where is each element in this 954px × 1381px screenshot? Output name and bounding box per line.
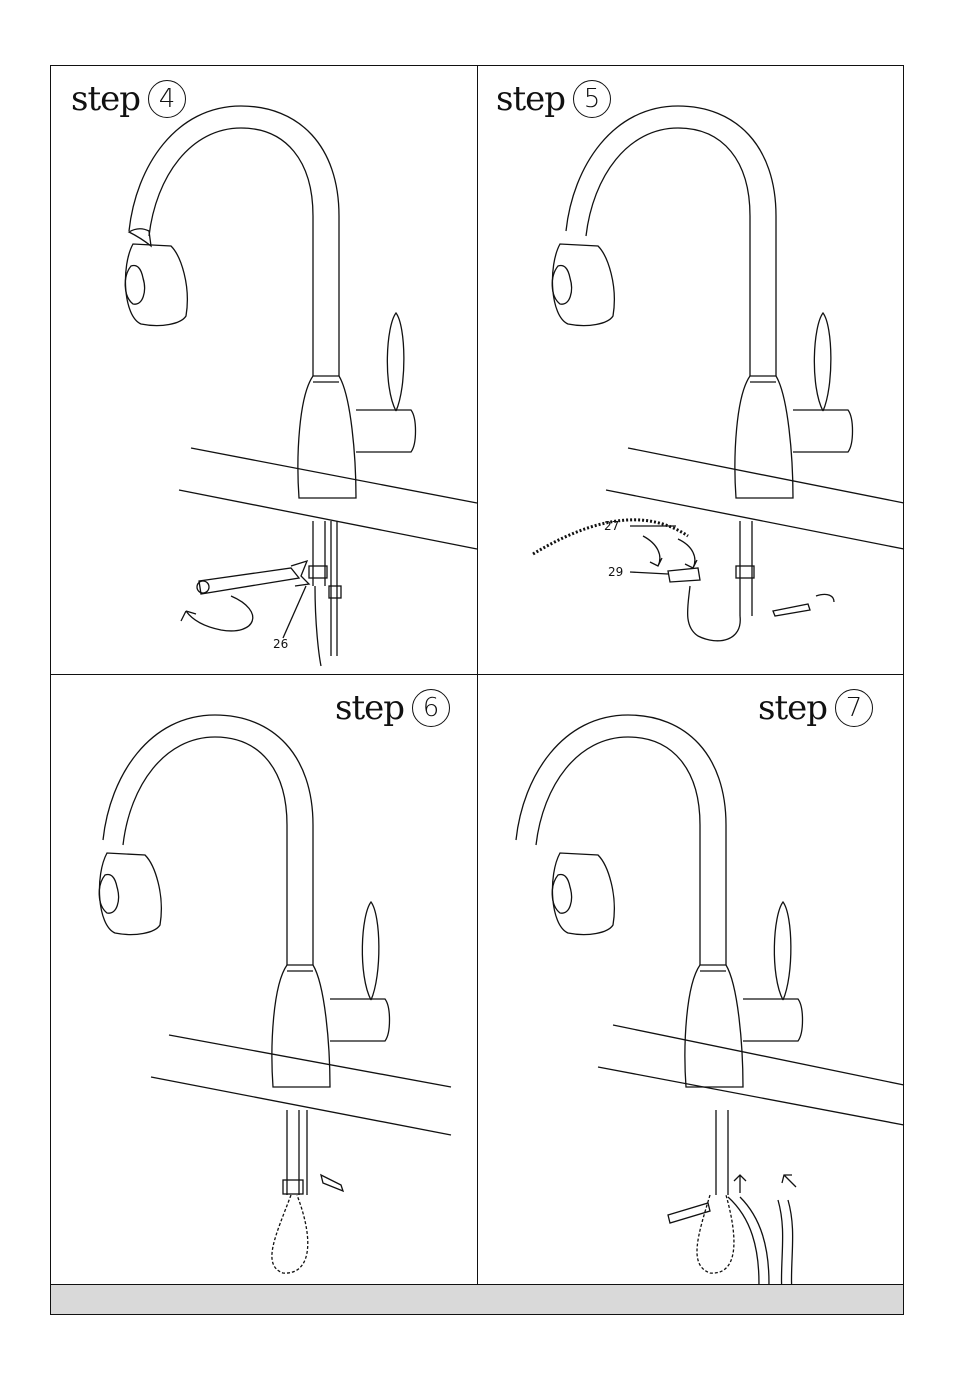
faucet-illustration-step-4: 26 bbox=[51, 66, 477, 676]
part-label-27: 27 bbox=[604, 519, 619, 533]
faucet-illustration-step-6 bbox=[51, 675, 477, 1285]
faucet-illustration-step-7 bbox=[478, 675, 904, 1285]
panel-step-7: step 7 bbox=[478, 675, 904, 1285]
faucet-illustration-step-5: 27 29 bbox=[478, 66, 904, 676]
panel-step-5: step 5 bbox=[478, 66, 904, 674]
part-label-29: 29 bbox=[608, 565, 623, 579]
footer-bar bbox=[51, 1284, 903, 1314]
panel-step-6: step 6 bbox=[51, 675, 477, 1285]
part-label-26: 26 bbox=[273, 637, 288, 651]
panel-step-4: step 4 bbox=[51, 66, 477, 674]
instruction-sheet: step 4 bbox=[50, 65, 904, 1315]
